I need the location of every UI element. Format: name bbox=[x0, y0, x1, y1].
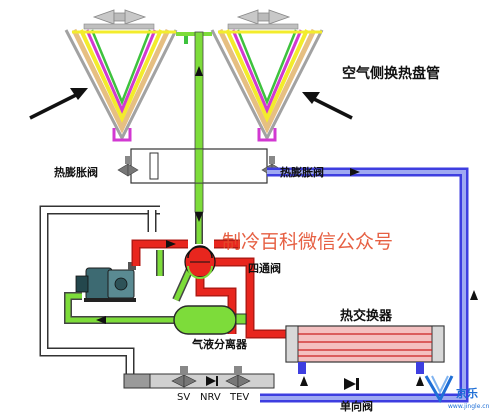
liquid-distribution-header bbox=[130, 148, 268, 184]
brand-logo: 京乐 www.jingle.cn bbox=[424, 375, 490, 410]
label-tev: TEV bbox=[229, 392, 249, 403]
expansion-valve-left bbox=[117, 156, 139, 177]
valve-train-line bbox=[123, 373, 275, 389]
suction-line bbox=[64, 212, 203, 324]
label-teev-left: 热膨胀阀 bbox=[54, 165, 98, 179]
label-check-valve: 单向阀 bbox=[340, 399, 373, 413]
solenoid-valve bbox=[171, 366, 197, 388]
label-heat-exchanger: 热交换器 bbox=[340, 308, 393, 324]
logo-url: www.jingle.cn bbox=[448, 403, 490, 410]
flow-arrow-right bbox=[166, 240, 176, 248]
label-four-way-valve: 四通阀 bbox=[248, 261, 281, 275]
label-teev-right: 热膨胀阀 bbox=[280, 165, 324, 179]
gas-liquid-separator bbox=[173, 305, 247, 335]
flow-arrow-up bbox=[300, 376, 308, 386]
label-air-side-coil: 空气侧换热盘管 bbox=[342, 65, 440, 82]
airflow-arrow-left bbox=[29, 88, 88, 120]
right-air-coil bbox=[210, 28, 324, 142]
suction-header-pipe bbox=[176, 31, 212, 213]
flow-arrow-left bbox=[96, 316, 106, 324]
four-way-valve bbox=[184, 245, 216, 279]
non-return-valve bbox=[206, 376, 218, 386]
label-gas-liquid-separator: 气液分离器 bbox=[191, 337, 248, 351]
label-sv: SV bbox=[177, 392, 190, 403]
flow-arrow-left bbox=[350, 168, 360, 176]
airflow-arrow-right bbox=[302, 92, 353, 120]
left-fan bbox=[83, 9, 155, 30]
liquid-line-loop bbox=[260, 167, 478, 403]
flow-arrow-down bbox=[195, 212, 203, 222]
logo-text: 京乐 bbox=[456, 386, 478, 400]
label-nrv: NRV bbox=[200, 392, 221, 403]
left-air-coil bbox=[64, 28, 188, 142]
check-valve bbox=[300, 376, 424, 390]
flow-arrow-up bbox=[416, 376, 424, 386]
flow-arrow-up bbox=[195, 66, 203, 76]
liquid-return-pipe bbox=[39, 205, 160, 380]
heat-exchanger bbox=[285, 325, 445, 374]
thermal-expansion-valve bbox=[225, 366, 251, 388]
compressor bbox=[75, 262, 136, 302]
flow-arrow-up bbox=[470, 290, 478, 300]
watermark-text: 制冷百科微信公众号 bbox=[222, 231, 393, 253]
right-fan bbox=[227, 9, 299, 30]
